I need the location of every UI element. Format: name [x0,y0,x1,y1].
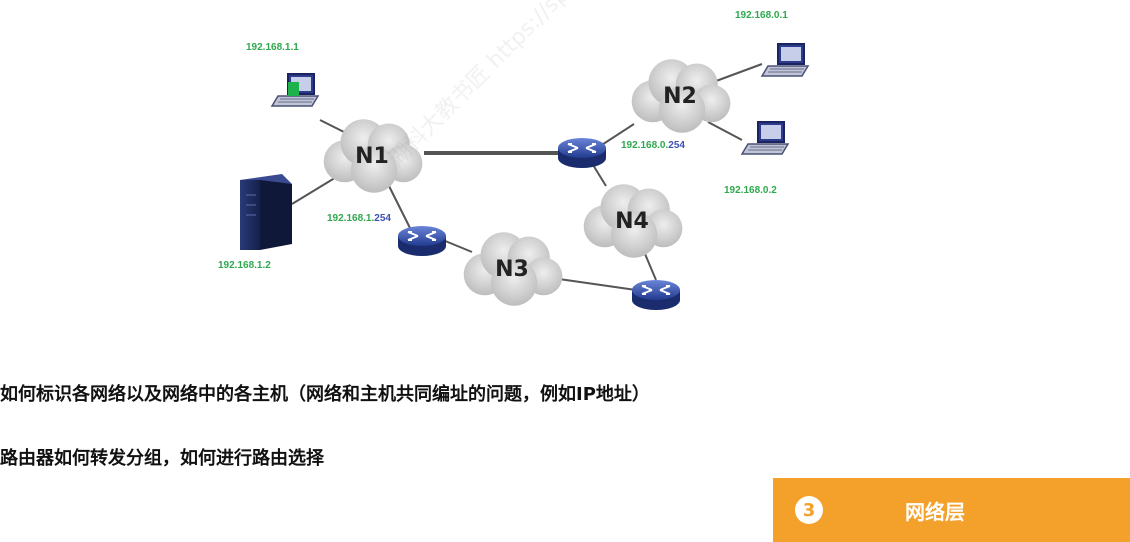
cloud-label-n3: N3 [495,257,529,282]
laptop-icon [271,43,809,155]
ip-label-host-a: 192.168.1.1 [246,42,299,53]
ip-label-router2: 192.168.0.254 [621,140,685,151]
question-routing: 路由器如何转发分组，如何进行路由选择 [0,448,324,469]
ip-label-server-b: 192.168.1.2 [218,260,271,271]
network-diagram: N1 N2 N3 N4 192.168.1.1 192.168.1.2 192.… [218,10,809,311]
ip-label-router1: 192.168.1.254 [327,213,391,224]
badge-number: 3 [795,496,823,524]
cloud-label-n2: N2 [663,84,697,109]
badge-title: 网络层 [905,499,965,524]
ip-label-host-d: 192.168.0.2 [724,185,777,196]
cloud-label-n4: N4 [615,209,649,234]
cloud-label-n1: N1 [355,144,389,169]
ip-label-host-c: 192.168.0.1 [735,10,788,21]
question-addressing: 如何标识各网络以及网络中的各主机（网络和主机共同编址的问题，例如IP地址） [0,384,650,405]
server-icon [240,174,292,250]
network-layer-badge: 3 网络层 [773,478,1130,542]
